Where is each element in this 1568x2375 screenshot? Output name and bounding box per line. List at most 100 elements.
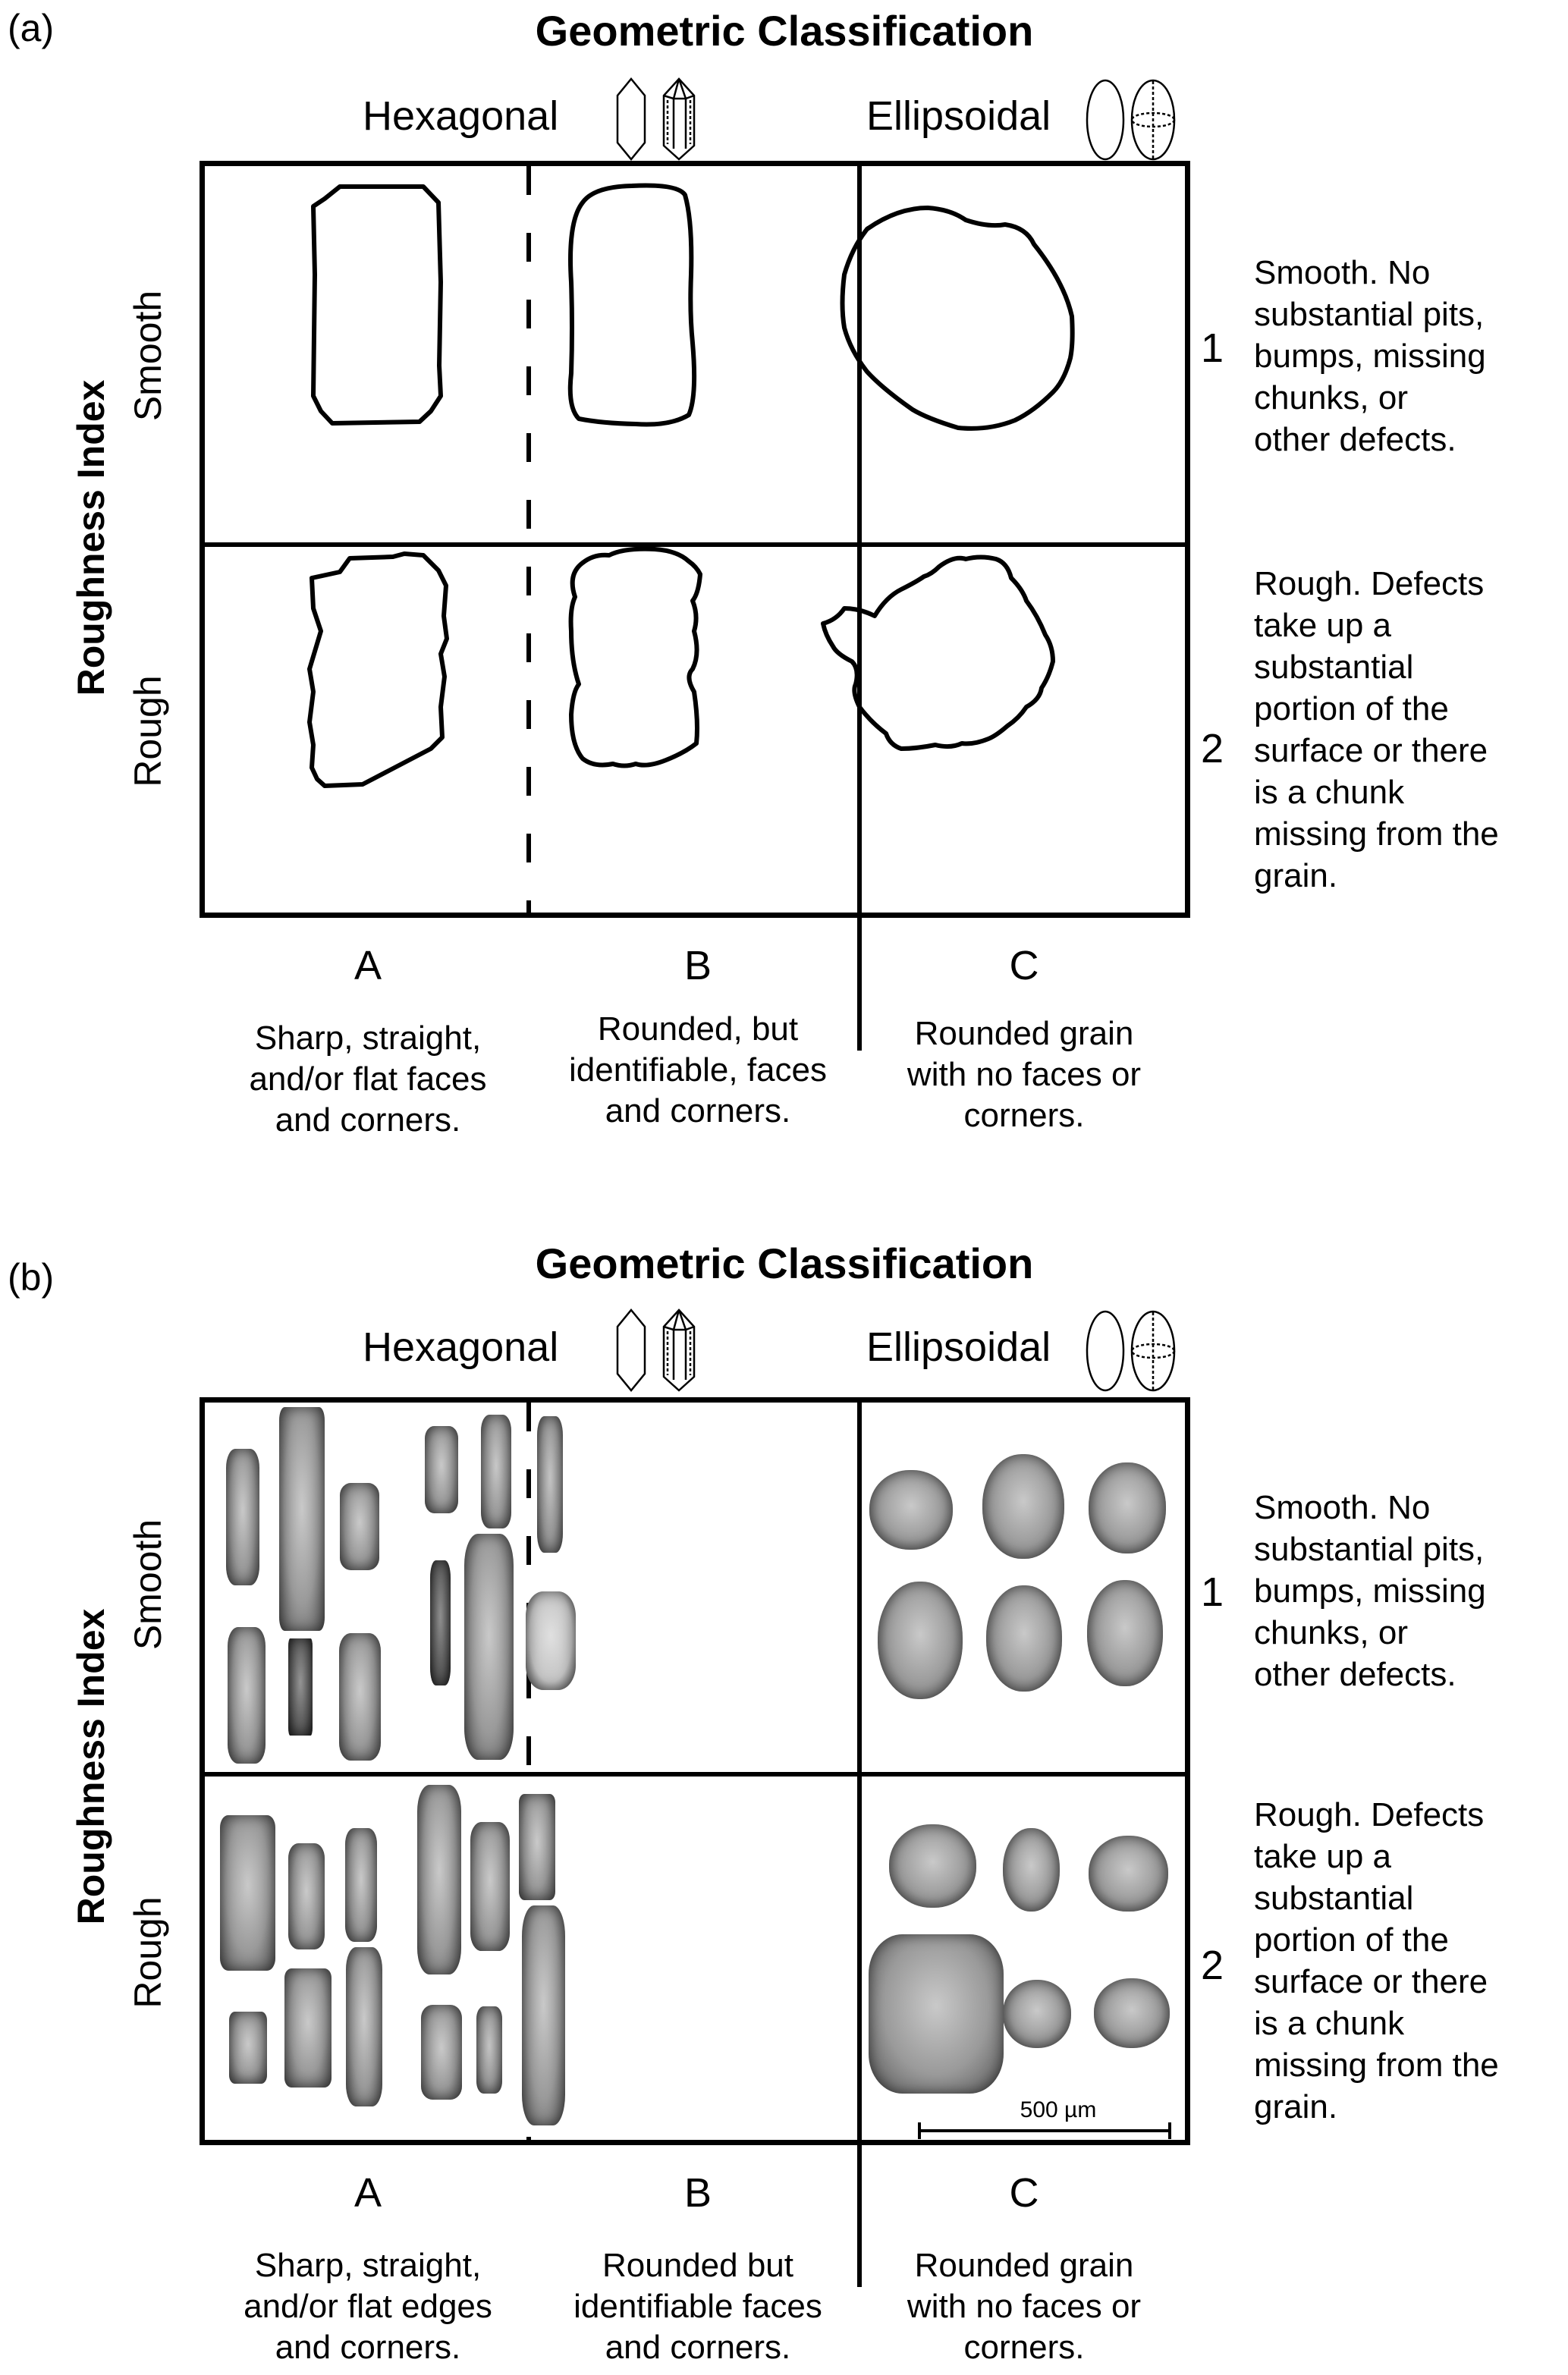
grain-outlines: [307, 183, 1075, 788]
outline-smooth-B: [567, 183, 697, 427]
grain-rough-b: [417, 1785, 461, 1974]
grain-smooth-b: [481, 1415, 511, 1528]
panel-title: Geometric Classification: [535, 1239, 1034, 1287]
desc-line: identifiable faces: [573, 2288, 822, 2325]
hexagonal-icons: [616, 1308, 696, 1392]
ellipse-outline-icon: [1086, 79, 1125, 161]
grain-rough-b: [476, 2006, 502, 2094]
scale-bar-cap: [1168, 2122, 1171, 2139]
desc-line: corners.: [963, 2329, 1085, 2366]
grain-smooth-b: [425, 1426, 458, 1513]
grain-rough-a: [229, 2012, 267, 2084]
desc-line: corners.: [963, 1097, 1085, 1134]
desc-line: Rounded, but: [597, 1010, 799, 1048]
desc-line: chunks, or: [1254, 1614, 1408, 1651]
grain-smooth-c: [1089, 1462, 1166, 1553]
outline-rough-C: [821, 554, 1055, 751]
grain-rough-b: [470, 1822, 510, 1951]
grain-smooth-a: [339, 1633, 381, 1761]
grain-rough-b: [522, 1905, 565, 2125]
hexagon-outline-icon: [616, 1308, 646, 1392]
grain-rough-c: [1003, 1980, 1071, 2048]
desc-line: Rough. Defects: [1254, 565, 1485, 602]
desc-line: Rounded but: [602, 2247, 793, 2284]
row-index-2: 2: [1201, 1943, 1224, 1988]
shape-label-hexagonal: Hexagonal: [363, 1324, 559, 1370]
grain-rough-a: [220, 1815, 275, 1971]
ellipsoid-axes-icon: [1130, 1310, 1176, 1392]
shape-label-hexagonal: Hexagonal: [363, 93, 559, 139]
row-desc-smooth: Smooth. No substantial pits, bumps, miss…: [1254, 252, 1568, 460]
column-letter-a: A: [354, 2170, 382, 2216]
desc-line: substantial pits,: [1254, 296, 1485, 333]
row-label-smooth: Smooth: [127, 1519, 169, 1651]
desc-line: portion of the: [1254, 1921, 1449, 1959]
grain-rough-c: [1003, 1828, 1060, 1912]
desc-line: and corners.: [605, 2329, 791, 2366]
outline-rough-A: [307, 551, 449, 788]
panel-title: Geometric Classification: [535, 7, 1034, 55]
scale-bar-line: [919, 2129, 1170, 2132]
row-desc-rough: Rough. Defects take up a substantial por…: [1254, 563, 1568, 897]
column-divider-solid: [857, 1400, 862, 2287]
desc-line: take up a: [1254, 607, 1392, 644]
panel-tag: (a): [8, 7, 55, 49]
desc-line: missing from the: [1254, 815, 1499, 853]
grain-rough-a: [345, 1828, 377, 1942]
desc-line: identifiable, faces: [569, 1051, 827, 1089]
column-desc-b: Rounded, but identifiable, faces and cor…: [531, 1009, 865, 1132]
desc-line: substantial: [1254, 1880, 1414, 1917]
shape-label-ellipsoidal: Ellipsoidal: [866, 1324, 1051, 1370]
grain-rough-a: [288, 1843, 325, 1949]
desc-line: and corners.: [605, 1092, 791, 1129]
column-desc-a: Sharp, straight, and/or flat edges and c…: [201, 2245, 535, 2368]
grain-rough-a: [346, 1947, 382, 2106]
desc-line: and corners.: [275, 1101, 461, 1139]
row-divider: [200, 542, 1190, 547]
desc-line: with no faces or: [907, 2288, 1142, 2325]
desc-line: portion of the: [1254, 690, 1449, 727]
classification-grid: [200, 161, 1190, 918]
grain-smooth-b: [526, 1591, 576, 1690]
desc-line: grain.: [1254, 2088, 1338, 2125]
ellipse-outline-icon: [1086, 1310, 1125, 1392]
grain-smooth-b: [464, 1534, 514, 1760]
desc-line: take up a: [1254, 1838, 1392, 1875]
row-desc-smooth: Smooth. No substantial pits, bumps, miss…: [1254, 1487, 1568, 1695]
grain-smooth-a: [340, 1483, 379, 1570]
desc-line: and/or flat edges: [244, 2288, 492, 2325]
grain-smooth-c: [878, 1582, 963, 1699]
grain-rough-b: [519, 1794, 555, 1900]
grain-smooth-c: [869, 1470, 953, 1550]
grain-smooth-c: [986, 1585, 1062, 1692]
desc-line: surface or there: [1254, 732, 1488, 769]
hexagonal-prism-icon: [662, 77, 696, 161]
row-label-rough: Rough: [127, 675, 169, 787]
row-desc-rough: Rough. Defects take up a substantial por…: [1254, 1794, 1568, 2128]
desc-line: other defects.: [1254, 421, 1456, 458]
panel-tag: (b): [8, 1256, 55, 1299]
grain-rough-c: [1089, 1836, 1168, 1912]
row-divider: [200, 1772, 1190, 1777]
desc-line: substantial: [1254, 649, 1414, 686]
column-divider-dashed: [526, 166, 531, 913]
desc-line: is a chunk: [1254, 774, 1405, 811]
column-letter-b: B: [683, 2170, 712, 2216]
shape-label-ellipsoidal: Ellipsoidal: [866, 93, 1051, 139]
column-letter-a: A: [354, 943, 382, 988]
grain-rough-c: [1094, 1978, 1170, 2048]
desc-line: substantial pits,: [1254, 1531, 1485, 1568]
outline-smooth-A: [311, 184, 443, 426]
column-letter-c: C: [1009, 943, 1039, 988]
desc-line: bumps, missing: [1254, 1572, 1486, 1610]
desc-line: Smooth. No: [1254, 254, 1431, 291]
grain-rough-b: [421, 2005, 462, 2100]
scale-bar-label: 500 µm: [1020, 2097, 1097, 2122]
desc-line: Rough. Defects: [1254, 1796, 1485, 1833]
grain-smooth-a: [226, 1449, 259, 1585]
outline-rough-B: [568, 546, 702, 768]
column-letter-b: B: [683, 943, 712, 988]
scale-bar-cap: [918, 2122, 921, 2139]
ellipsoidal-icons: [1086, 79, 1176, 161]
grain-smooth-a: [228, 1627, 266, 1764]
